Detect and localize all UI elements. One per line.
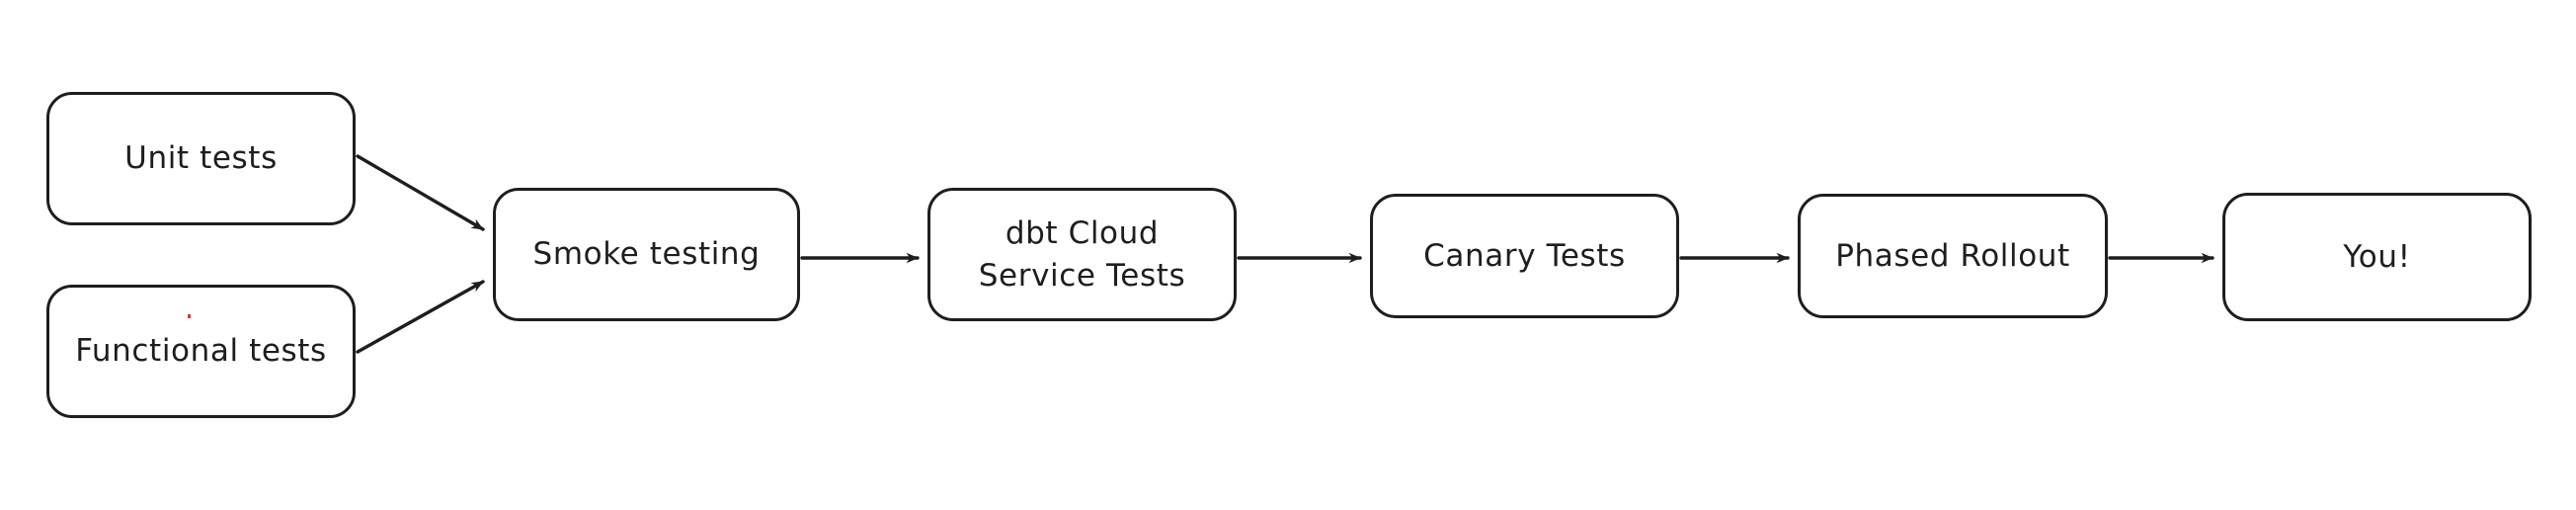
node-phased-rollout[interactable]: Phased Rollout — [1798, 194, 2108, 318]
edge-functional-to-smoke — [356, 280, 485, 354]
node-label-phased-rollout: Phased Rollout — [1835, 237, 2070, 274]
node-unit-tests[interactable]: Unit tests — [46, 92, 356, 225]
node-canary-tests[interactable]: Canary Tests — [1370, 194, 1679, 318]
red-speck-artifact — [188, 314, 191, 318]
node-label-functional-tests: Functional tests — [75, 333, 327, 370]
node-smoke-testing[interactable]: Smoke testing — [493, 188, 800, 321]
node-functional-tests[interactable]: Functional tests — [46, 285, 356, 418]
node-label-unit-tests: Unit tests — [124, 140, 278, 177]
node-label-canary-tests: Canary Tests — [1423, 237, 1626, 274]
node-dbt-cloud-service-tests[interactable]: dbt Cloud Service Tests — [927, 188, 1237, 321]
node-you[interactable]: You! — [2222, 193, 2532, 321]
node-label-dbt-cloud-service-tests: dbt Cloud Service Tests — [978, 214, 1186, 294]
node-label-smoke-testing: Smoke testing — [532, 236, 761, 273]
node-label-you: You! — [2343, 238, 2411, 275]
edge-unit-to-smoke — [356, 154, 485, 231]
